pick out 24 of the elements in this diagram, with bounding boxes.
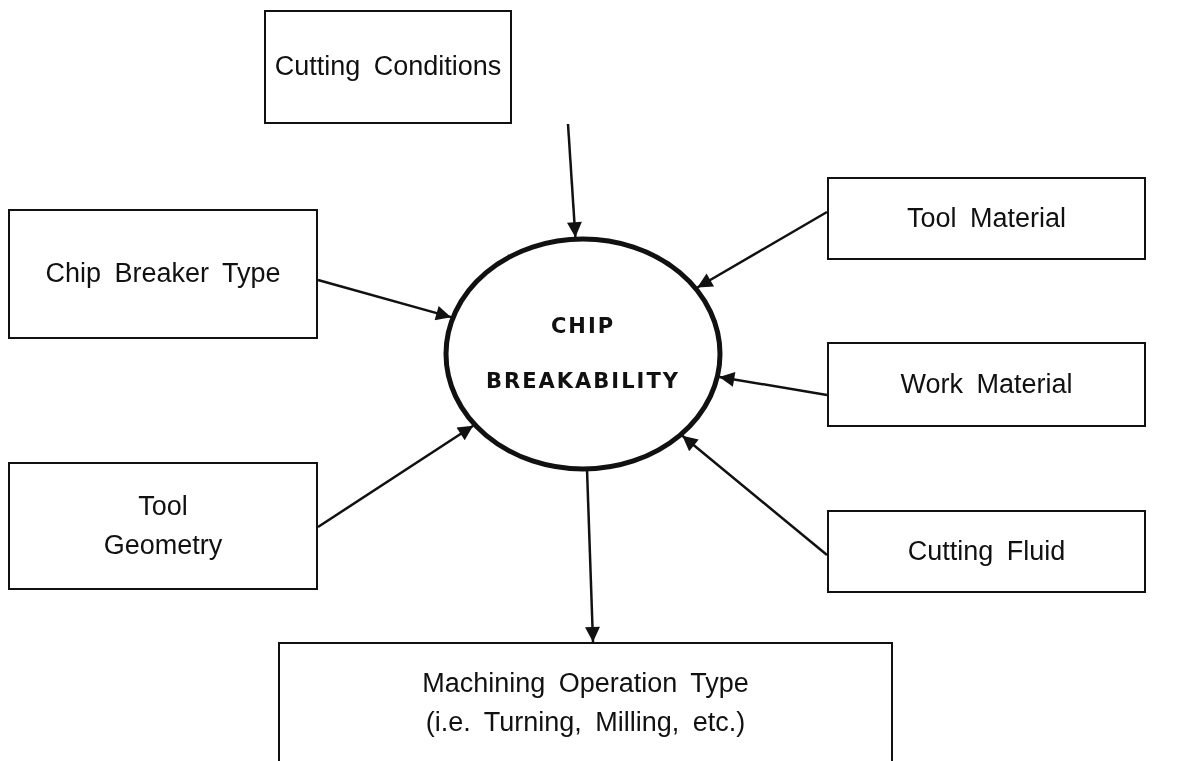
arrow: [317, 278, 452, 321]
node-label: Work Material: [900, 367, 1073, 401]
node-label: (i.e. Turning, Milling, etc.): [425, 706, 746, 739]
process-box: [827, 342, 1146, 427]
node-label: Chip Breaker Type: [45, 257, 281, 291]
process-box: [278, 642, 893, 761]
node-label: CHIP BREAKABILITY: [485, 313, 681, 395]
process-box: [827, 510, 1146, 593]
arrow: [585, 470, 600, 643]
node-label: Cutting Conditions: [274, 50, 502, 84]
process-box: [8, 462, 318, 590]
process-box: [827, 177, 1146, 260]
arrow: [681, 434, 828, 556]
node-label: Tool Geometry: [102, 489, 224, 562]
process-box: [264, 10, 512, 124]
arrow: [719, 372, 828, 397]
node-label: Machining Operation Type: [422, 666, 749, 700]
process-box: [8, 209, 318, 339]
arrow: [696, 210, 828, 289]
node-label: Cutting Fluid: [907, 534, 1066, 568]
ellipse-node: [443, 236, 723, 472]
node-label: Tool Material: [906, 201, 1067, 235]
arrow: [317, 424, 474, 529]
arrow: [566, 123, 582, 238]
